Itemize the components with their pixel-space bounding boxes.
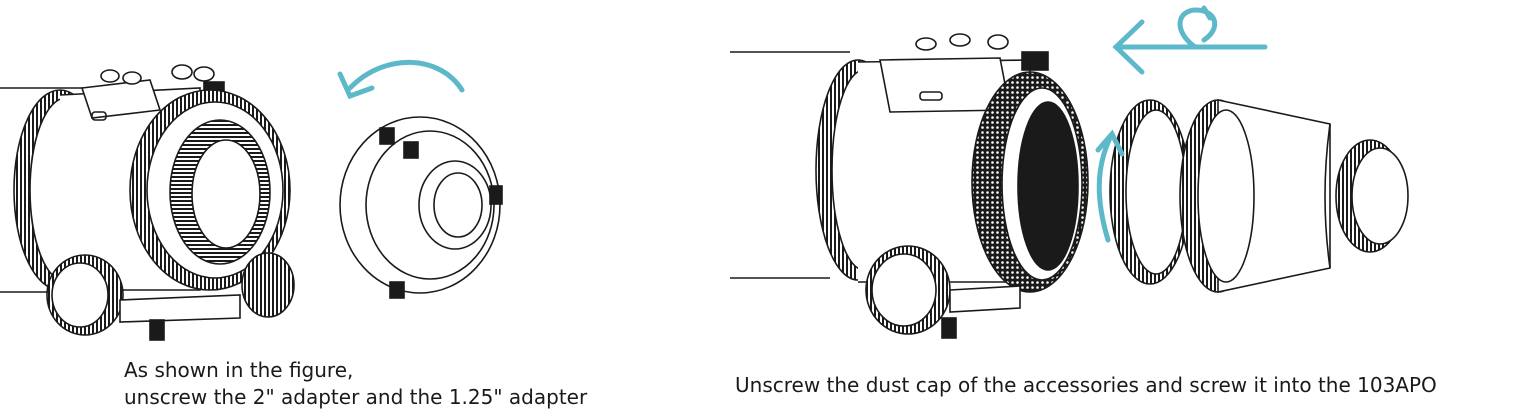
left-focuser-drawing bbox=[0, 59, 503, 341]
right-caption: Unscrew the dust cap of the accessories … bbox=[735, 372, 1437, 399]
top-thumbscrews bbox=[915, 33, 1049, 71]
left-caption-line1: As shown in the figure, bbox=[124, 358, 354, 382]
rotate-counterclockwise-arrow bbox=[337, 59, 465, 100]
right-focuser-drawing bbox=[730, 5, 1409, 339]
focus-knob-right bbox=[241, 252, 295, 318]
2-inch-adapter bbox=[339, 116, 503, 299]
rotate-up-arrow bbox=[1095, 129, 1125, 243]
right-caption-text: Unscrew the dust cap of the accessories … bbox=[735, 373, 1437, 397]
left-caption-line2: unscrew the 2" adapter and the 1.25" ada… bbox=[124, 385, 588, 409]
bottom-base bbox=[949, 285, 1021, 313]
dust-cap-ring bbox=[1109, 99, 1191, 285]
left-caption: As shown in the figure, unscrew the 2" a… bbox=[124, 357, 587, 411]
left-illustration bbox=[0, 0, 520, 350]
inner-opening bbox=[1017, 101, 1079, 271]
right-illustration bbox=[730, 0, 1414, 350]
unscrew-arrow bbox=[1112, 5, 1268, 75]
accessory-assembly bbox=[1179, 99, 1409, 293]
bottom-base bbox=[119, 294, 241, 323]
